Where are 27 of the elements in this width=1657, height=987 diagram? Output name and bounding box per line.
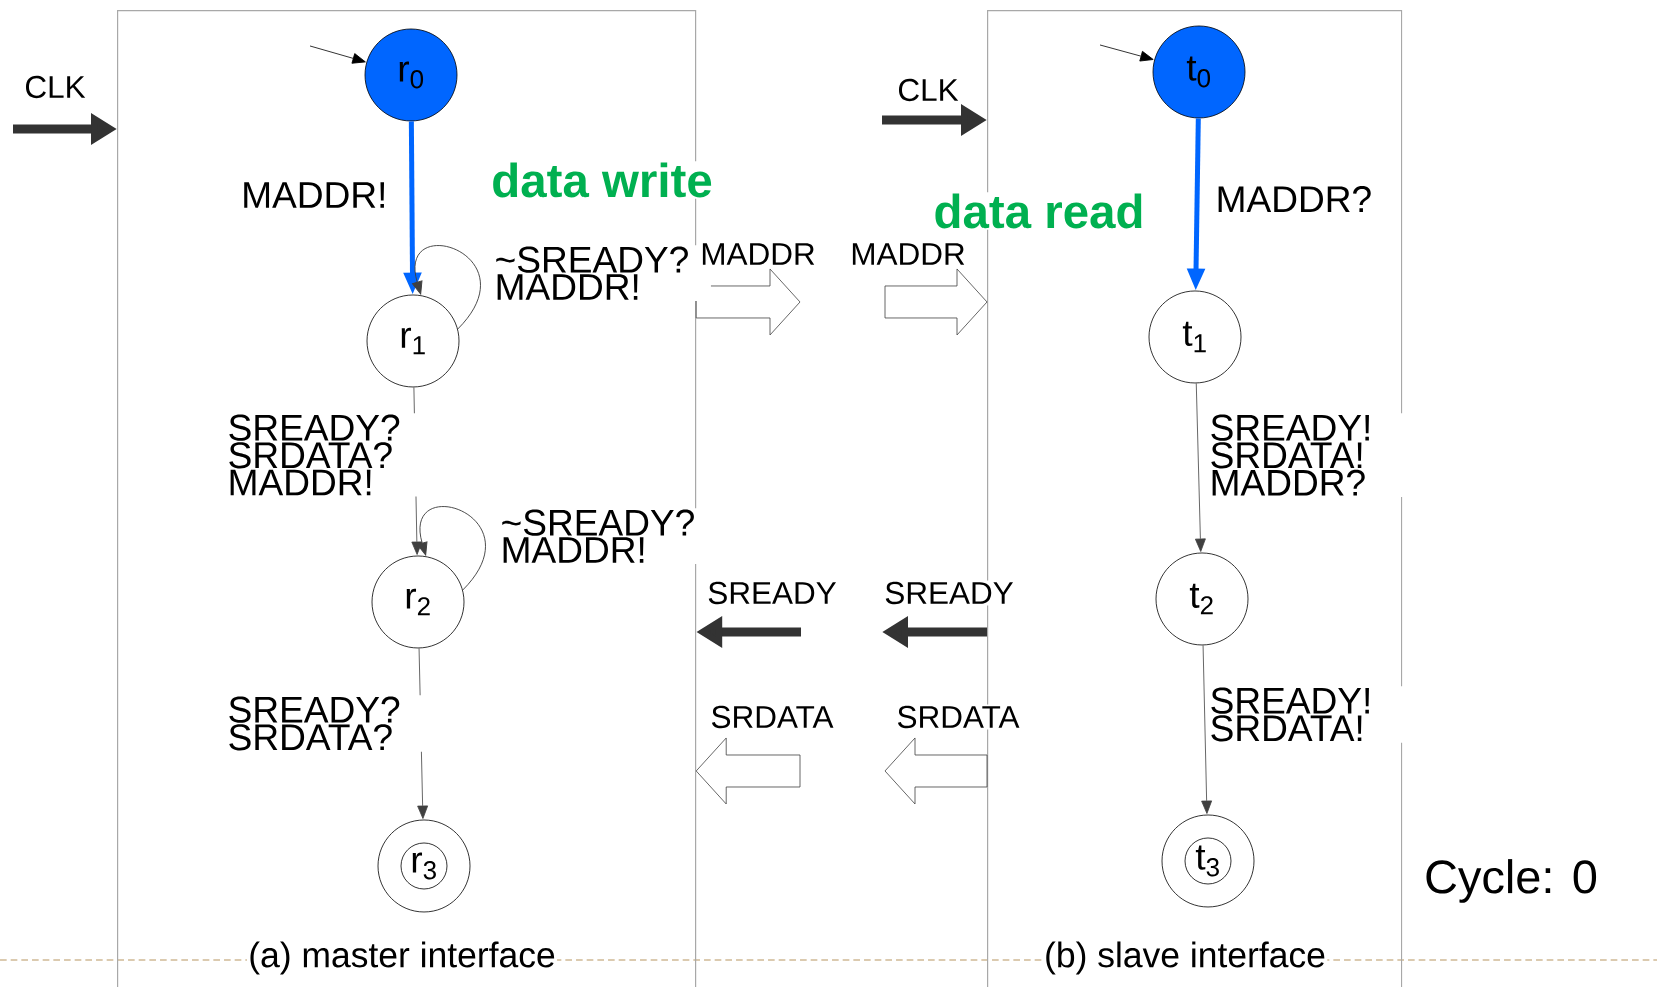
arrow — [1195, 382, 1206, 552]
edge-label: CLK — [23, 74, 87, 100]
edge-label: SRDATA — [709, 704, 835, 730]
arrow — [1099, 44, 1154, 62]
edge-label: SREADY! SRDATA! MADDR? — [1208, 413, 1411, 497]
edge-label: SRDATA — [895, 704, 1021, 730]
edge-label: SREADY — [706, 580, 839, 606]
annotation-text: data write — [489, 161, 715, 199]
cycle-counter: Cycle: 0 — [1422, 857, 1600, 905]
loop-arrow — [417, 506, 486, 591]
loop-arrow — [412, 245, 481, 330]
edge-label: SREADY? SRDATA? MADDR! — [226, 413, 429, 497]
edge-label: MADDR — [849, 241, 968, 267]
edge-label: MADDR! — [239, 180, 389, 210]
edge-label: SREADY — [882, 580, 1016, 606]
block-arrow — [884, 268, 988, 336]
annotation-text: data read — [932, 192, 1146, 230]
arrow — [1201, 644, 1213, 814]
arrow — [309, 45, 366, 64]
block-arrow — [695, 268, 801, 336]
block-arrow — [884, 737, 988, 805]
edge-label: SREADY? SRDATA? — [226, 695, 429, 752]
block-arrow — [695, 737, 801, 805]
edge-label: MADDR? — [1214, 184, 1374, 214]
edge-label: CLK — [896, 77, 960, 103]
edge-label: SREADY! SRDATA! — [1208, 686, 1411, 743]
edge-label: ~SREADY? MADDR! — [499, 508, 717, 564]
